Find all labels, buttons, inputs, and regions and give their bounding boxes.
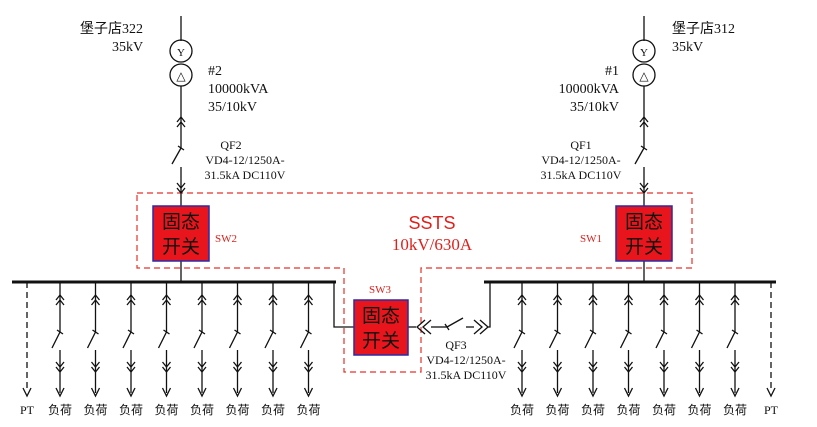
ssts-boundary [136,192,693,373]
ssts-title: SSTS [408,213,455,233]
sw1-solid-state-switch: 固态 开关 [615,205,673,262]
left-pt-label: PT [20,403,35,417]
left-transformer-primary-winding [169,39,193,63]
left-feeder: 负荷 [225,282,250,417]
left-source-voltage: 35kV [112,40,143,55]
left-feeder-group: 负荷负荷负荷负荷负荷负荷负荷负荷 [48,282,321,417]
qf1-spec-line1: VD4-12/1250A- [541,153,620,167]
left-incoming-branch [169,16,193,282]
sw1-text-line1: 固态 [625,211,663,233]
right-feeder-breaker [548,331,559,349]
left-transformer-secondary-symbol: △ [176,69,186,83]
qf3-breaker-blade [446,317,464,328]
right-transformer-ratio: 35/10kV [570,100,619,115]
left-feeder-breaker [157,331,168,349]
left-source-name: 堡子店322 [80,21,143,37]
sw1-tag: SW1 [580,233,602,245]
right-feeder-breaker [655,331,665,349]
left-feeder-breaker [86,331,97,349]
right-feeder: 负荷 [581,282,605,417]
qf3-spec-line2: 31.5kA DC110V [426,368,507,382]
right-load-label: 负荷 [652,403,676,417]
left-transformer-capacity: 10000kVA [208,82,269,97]
qf2-breaker-blade [171,147,182,165]
left-feeder-breaker [122,331,132,349]
qf3-label: QF3 [445,338,466,352]
right-transformer-capacity: 10000kVA [559,82,620,97]
sw3-tag: SW3 [369,284,392,296]
right-load-label: 负荷 [545,403,569,417]
right-feeder-breaker [513,331,523,349]
right-pt-label: PT [764,403,779,417]
left-feeder-breaker [51,331,61,349]
left-load-label: 负荷 [48,403,72,417]
left-feeder: 负荷 [261,282,285,417]
left-feeder-breaker [264,331,274,349]
sw2-text-line1: 固态 [162,211,200,233]
left-feeder: 负荷 [119,282,143,417]
right-feeder-breaker [619,331,630,349]
qf2-label: QF2 [220,138,241,152]
right-transformer-primary-symbol: Y [640,47,648,59]
left-load-label: 负荷 [83,403,107,417]
left-feeder-breaker [299,331,310,349]
right-pt-branch [766,282,776,398]
right-load-label: 负荷 [723,403,747,417]
right-transformer-id: #1 [605,64,619,79]
qf3-spec-line1: VD4-12/1250A- [426,353,505,367]
left-feeder: 负荷 [296,282,321,417]
right-feeder-breaker [690,331,701,349]
sw3-solid-state-switch: 固态 开关 [353,299,409,356]
right-feeder-group: 负荷负荷负荷负荷负荷负荷负荷 [510,282,747,417]
right-feeder-breaker [584,331,594,349]
left-load-label: 负荷 [296,403,320,417]
left-pt-branch [22,282,32,398]
left-feeder: 负荷 [190,282,214,417]
right-load-label: 负荷 [687,403,711,417]
right-transformer-primary-winding [632,39,656,63]
qf2-spec-line1: VD4-12/1250A- [205,153,284,167]
sw2-solid-state-switch: 固态 开关 [152,205,210,262]
left-transformer-ratio: 35/10kV [208,100,257,115]
left-load-label: 负荷 [225,403,249,417]
right-feeder: 负荷 [545,282,570,417]
right-feeder-breaker [726,331,736,349]
qf1-breaker-blade [634,147,645,165]
right-load-label: 负荷 [510,403,534,417]
sw1-text-line2: 开关 [625,236,663,258]
ssts-rating: 10kV/630A [392,235,473,254]
left-feeder: 负荷 [48,282,72,417]
right-source-voltage: 35kV [672,40,703,55]
right-feeder: 负荷 [510,282,534,417]
left-feeder-breaker [228,331,239,349]
sw3-text-line2: 开关 [362,330,400,352]
left-load-label: 负荷 [190,403,214,417]
sw2-text-line2: 开关 [162,236,200,258]
qf1-spec-line2: 31.5kA DC110V [541,168,622,182]
left-feeder: 负荷 [83,282,108,417]
qf1-label: QF1 [570,138,591,152]
right-feeder: 负荷 [723,282,747,417]
right-source-name: 堡子店312 [672,21,735,37]
left-transformer-primary-symbol: Y [177,47,185,59]
right-feeder: 负荷 [687,282,712,417]
right-load-label: 负荷 [616,403,640,417]
left-load-label: 负荷 [261,403,285,417]
left-feeder-breaker [193,331,203,349]
bus-tie-path [333,282,491,335]
left-feeder: 负荷 [154,282,179,417]
right-load-label: 负荷 [581,403,605,417]
right-transformer-secondary-symbol: △ [639,69,649,83]
qf2-spec-line2: 31.5kA DC110V [205,168,286,182]
sw3-text-line1: 固态 [362,305,400,327]
right-feeder: 负荷 [652,282,676,417]
left-load-label: 负荷 [119,403,143,417]
left-transformer-id: #2 [208,64,222,79]
right-incoming-branch [632,16,656,282]
sw2-tag: SW2 [215,233,237,245]
right-feeder: 负荷 [616,282,641,417]
left-load-label: 负荷 [154,403,178,417]
